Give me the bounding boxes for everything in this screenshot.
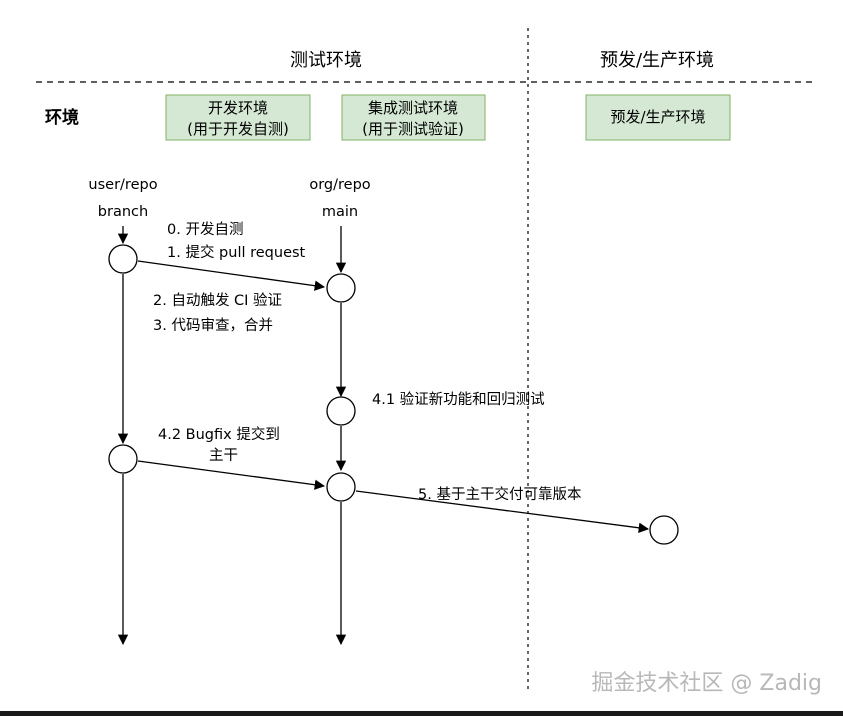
node-main-verify xyxy=(326,396,356,426)
node-main-bugfix-merge xyxy=(326,472,356,502)
bugfix-arrow xyxy=(137,460,326,490)
step-4-2-label-line1: 4.2 Bugfix 提交到 xyxy=(158,425,280,443)
step-4-2-label-line2: 主干 xyxy=(209,447,238,464)
watermark-text: 掘金技术社区 @ Zadig xyxy=(591,671,822,696)
env-box-integration-title: 集成测试环境 xyxy=(368,99,458,117)
step-0-label: 0. 开发自测 xyxy=(167,221,243,238)
lane-user-repo-name: user/repo xyxy=(88,177,157,193)
pull-request-arrow xyxy=(137,260,326,291)
step-2-label: 2. 自动触发 CI 验证 xyxy=(153,292,282,309)
env-box-development-title: 开发环境 xyxy=(208,99,268,117)
env-box-development-subtitle: (用于开发自测) xyxy=(187,120,289,138)
step-1-label: 1. 提交 pull request xyxy=(167,243,306,261)
lane-user-repo-branch: branch xyxy=(98,204,148,220)
header-prerelease-environment: 预发/生产环境 xyxy=(600,50,714,71)
env-box-integration-subtitle: (用于测试验证) xyxy=(362,120,464,138)
step-4-1-label: 4.1 验证新功能和回归测试 xyxy=(372,391,545,408)
node-release xyxy=(649,515,679,545)
node-main-merge xyxy=(326,273,356,303)
env-box-integration: 集成测试环境 (用于测试验证) xyxy=(341,94,486,141)
step-5-label: 5. 基于主干交付可靠版本 xyxy=(418,485,581,503)
env-box-prerelease-title: 预发/生产环境 xyxy=(610,108,705,126)
header-test-environment: 测试环境 xyxy=(290,50,362,71)
bottom-border xyxy=(0,711,843,716)
step-3-label: 3. 代码审查，合并 xyxy=(153,317,273,334)
env-box-prerelease: 预发/生产环境 xyxy=(585,94,731,141)
node-user-commit xyxy=(108,244,138,274)
environment-label: 环境 xyxy=(45,107,79,128)
env-box-development: 开发环境 (用于开发自测) xyxy=(165,94,311,141)
node-user-bugfix xyxy=(108,444,138,474)
release-arrow xyxy=(355,490,650,533)
lane-org-repo-name: org/repo xyxy=(309,177,370,193)
lane-org-repo-main: main xyxy=(322,204,358,220)
